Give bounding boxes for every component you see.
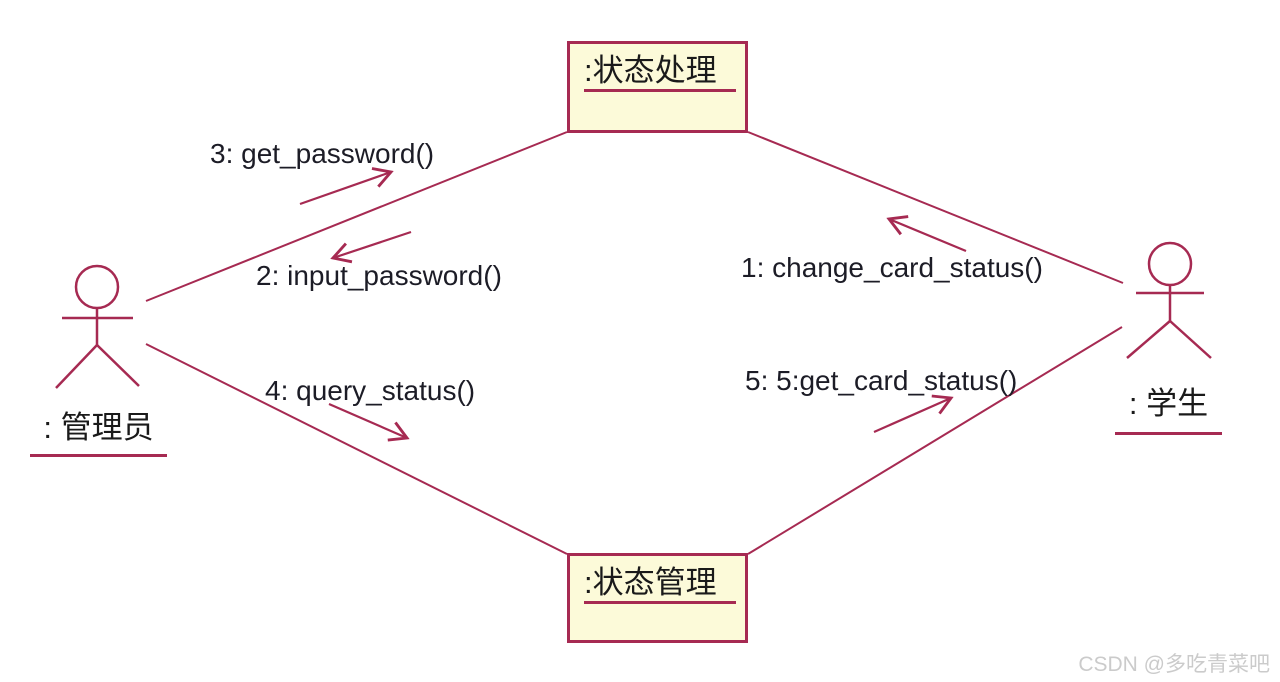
link-student-statusmanage <box>747 326 1123 555</box>
actor-student-leg-right <box>1169 320 1212 359</box>
message-arrow-2 <box>330 230 412 264</box>
actor-label-student: : 学生 <box>1115 387 1222 435</box>
actor-admin-leg-left <box>55 344 98 389</box>
csdn-watermark: CSDN @多吃青菜吧 <box>1078 653 1270 676</box>
actor-admin-leg-right <box>96 344 140 387</box>
message-arrow-1 <box>886 215 967 253</box>
message-arrows <box>299 167 967 442</box>
object-box-status-process: :状态处理 <box>567 41 748 133</box>
actor-student-head <box>1147 241 1193 287</box>
message-label-5: 5: 5:get_card_status() <box>745 365 1018 396</box>
actor-figure-student <box>1126 241 1212 359</box>
object-label-status-process: :状态处理 <box>584 53 736 92</box>
link-admin-statusmanage <box>145 343 568 555</box>
message-label-2: 2: input_password() <box>256 260 502 291</box>
object-label-status-manage: :状态管理 <box>584 565 736 604</box>
link-admin-statusprocess <box>145 131 568 302</box>
association-links <box>145 131 1124 555</box>
actor-student-leg-left <box>1126 320 1171 359</box>
link-student-statusprocess <box>747 131 1124 284</box>
message-label-3: 3: get_password() <box>210 138 435 169</box>
message-arrow-4 <box>328 402 410 442</box>
message-label-1: 1: change_card_status() <box>741 252 1043 283</box>
actor-label-admin: : 管理员 <box>30 407 167 457</box>
object-box-status-manage: :状态管理 <box>567 553 748 643</box>
message-arrow-5 <box>873 394 954 434</box>
message-label-4: 4: query_status() <box>265 375 476 406</box>
actor-figure-admin <box>55 264 140 389</box>
message-arrow-3 <box>299 167 394 206</box>
actor-admin-head <box>74 264 120 310</box>
